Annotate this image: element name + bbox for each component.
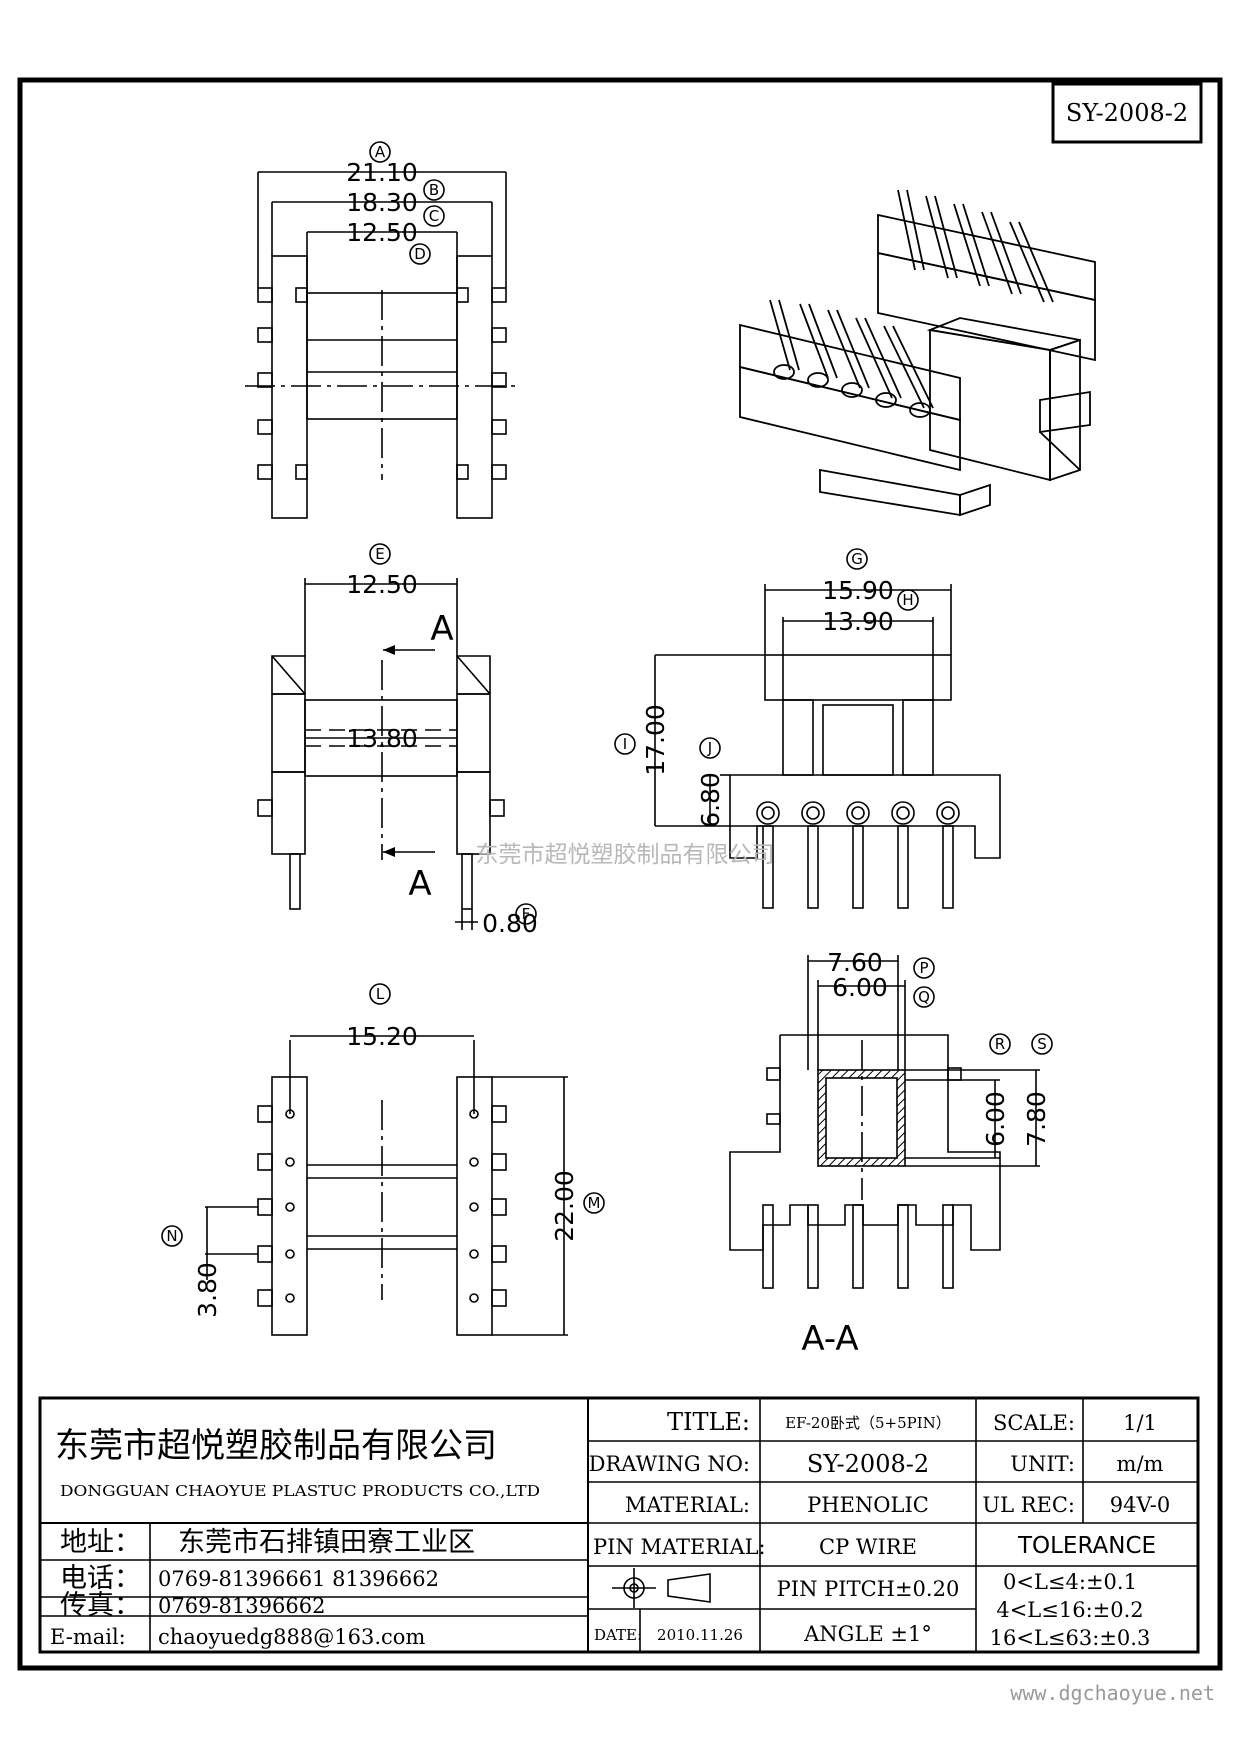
company-name-cn: 东莞市超悦塑胶制品有限公司 bbox=[55, 1426, 497, 1466]
ul-rec-value: 94V-0 bbox=[1110, 1493, 1170, 1517]
outer-border bbox=[17, 77, 1223, 1671]
address-label: 地址： bbox=[60, 1527, 141, 1558]
label-p: P bbox=[919, 959, 928, 977]
label-d: D bbox=[414, 245, 426, 263]
tolerance-1: 0<L≤4:±0.1 bbox=[1003, 1570, 1137, 1594]
dim-15-90: 15.90 bbox=[822, 576, 894, 605]
address-value: 东莞市石排镇田寮工业区 bbox=[178, 1527, 475, 1558]
label-f: F bbox=[522, 905, 531, 923]
phone-value: 0769-81396661 81396662 bbox=[158, 1567, 439, 1591]
label-b: B bbox=[429, 181, 439, 199]
unit-value: m/m bbox=[1117, 1452, 1164, 1476]
dim-12-50: 12.50 bbox=[346, 218, 418, 247]
pin-material-label: PIN MATERIAL: bbox=[593, 1535, 766, 1559]
dim-21-10: 21.10 bbox=[346, 158, 418, 187]
section-mark-lower: A bbox=[408, 864, 431, 904]
section-view bbox=[729, 955, 1053, 1289]
drawing-code-box bbox=[1051, 82, 1203, 144]
company-name-en: DONGGUAN CHAOYUE PLASTUC PRODUCTS CO.,LT… bbox=[60, 1482, 540, 1500]
dim-6-80: 6.80 bbox=[696, 772, 725, 828]
dim-7-80: 7.80 bbox=[1022, 1091, 1051, 1147]
scale-value: 1/1 bbox=[1123, 1411, 1157, 1435]
label-r: R bbox=[995, 1035, 1005, 1053]
dim-7-60: 7.60 bbox=[827, 948, 883, 977]
title-value: EF-20卧式（5+5PIN） bbox=[785, 1414, 951, 1432]
label-s: S bbox=[1037, 1035, 1047, 1053]
side-view bbox=[614, 548, 1001, 909]
drawing-no-label: DRAWING NO: bbox=[589, 1452, 750, 1476]
drawing-code: SY-2008-2 bbox=[1066, 99, 1188, 127]
section-mark-upper: A bbox=[430, 609, 453, 649]
tolerance-label: TOLERANCE bbox=[1017, 1533, 1156, 1559]
watermark: 东莞市超悦塑胶制品有限公司 bbox=[476, 842, 775, 868]
top-view bbox=[245, 141, 520, 519]
pin-material-value: CP WIRE bbox=[819, 1535, 917, 1559]
angle: ANGLE ±1° bbox=[803, 1622, 932, 1646]
email-value: chaoyuedg888@163.com bbox=[158, 1625, 425, 1649]
dim-front-12-50: 12.50 bbox=[346, 570, 418, 599]
label-n: N bbox=[166, 1227, 177, 1245]
phone-label: 电话： bbox=[60, 1563, 141, 1594]
dim-13-80: 13.80 bbox=[346, 724, 418, 753]
dim-3-80: 3.80 bbox=[193, 1262, 222, 1318]
label-a: A bbox=[375, 143, 386, 161]
dim-18-30: 18.30 bbox=[346, 188, 418, 217]
label-j: J bbox=[707, 739, 712, 757]
dim-0-80: 0.80 bbox=[482, 909, 538, 938]
section-title: A-A bbox=[801, 1319, 858, 1359]
email-label: E-mail: bbox=[50, 1625, 126, 1649]
isometric-view bbox=[739, 189, 1096, 517]
title-label: TITLE: bbox=[667, 1408, 750, 1436]
material-label: MATERIAL: bbox=[625, 1493, 750, 1517]
dimension-text: A B C D 21.10 18.30 12.50 E F 12.50 13.8… bbox=[166, 143, 1051, 1359]
fax-label: 传真： bbox=[60, 1590, 141, 1621]
pin-pitch: PIN PITCH±0.20 bbox=[777, 1577, 960, 1601]
label-m: M bbox=[588, 1194, 601, 1212]
tolerance-2: 4<L≤16:±0.2 bbox=[996, 1598, 1143, 1622]
label-i: I bbox=[623, 735, 627, 753]
dim-13-90: 13.90 bbox=[822, 607, 894, 636]
drawing-no-value: SY-2008-2 bbox=[807, 1450, 929, 1478]
date-label: DATE: bbox=[594, 1626, 642, 1644]
label-q: Q bbox=[918, 988, 930, 1006]
unit-label: UNIT: bbox=[1010, 1452, 1075, 1476]
fax-value: 0769-81396662 bbox=[158, 1594, 325, 1618]
dim-side-6-00: 6.00 bbox=[981, 1091, 1010, 1147]
label-e: E bbox=[375, 545, 384, 563]
bottom-view bbox=[161, 983, 605, 1336]
scale-label: SCALE: bbox=[993, 1411, 1075, 1435]
label-c: C bbox=[429, 207, 439, 225]
dim-17-00: 17.00 bbox=[641, 704, 670, 776]
date-value: 2010.11.26 bbox=[657, 1626, 743, 1644]
dim-15-20: 15.20 bbox=[346, 1022, 418, 1051]
ul-rec-label: UL REC: bbox=[982, 1493, 1075, 1517]
dim-section-6-00: 6.00 bbox=[832, 973, 888, 1002]
footer-url: www.dgchaoyue.net bbox=[1010, 1681, 1215, 1705]
label-l: L bbox=[376, 985, 385, 1003]
dim-22-00: 22.00 bbox=[550, 1170, 579, 1242]
title-block-text: 东莞市超悦塑胶制品有限公司 DONGGUAN CHAOYUE PLASTUC P… bbox=[50, 1408, 1170, 1650]
material-value: PHENOLIC bbox=[807, 1493, 929, 1517]
label-g: G bbox=[851, 550, 863, 568]
tolerance-3: 16<L≤63:±0.3 bbox=[990, 1626, 1151, 1650]
label-h: H bbox=[902, 591, 913, 609]
title-block bbox=[38, 1396, 1200, 1654]
